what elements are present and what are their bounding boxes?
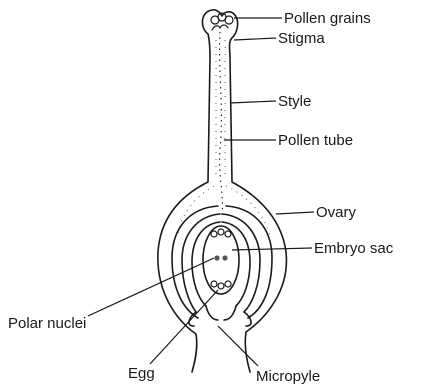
leader-micropyle [218,326,258,366]
leader-ovary [276,212,314,214]
pollen-grain [225,16,233,24]
label-egg: Egg [128,365,155,382]
labels: Pollen grains Stigma Style Pollen tube O… [8,10,394,385]
label-ovary: Ovary [316,204,357,221]
leader-style [230,101,276,103]
pollen-tube [178,32,270,236]
label-micropyle: Micropyle [256,368,320,385]
leader-stigma [234,38,276,40]
antipodal-cell [218,229,224,235]
antipodal-cell [211,231,217,237]
label-style: Style [278,93,311,110]
leader-egg [150,290,218,364]
label-pollen-tube: Pollen tube [278,132,353,149]
ovule-integuments [182,214,260,326]
label-stigma: Stigma [278,30,325,47]
label-embryo-sac: Embryo sac [314,240,394,257]
polar-nuclei [214,255,227,260]
egg-apparatus [211,281,231,289]
stigma [212,25,228,30]
label-polar-nuclei: Polar nuclei [8,315,86,332]
pistil-outline [158,10,287,372]
leader-lines [88,18,314,366]
label-pollen-grains: Pollen grains [284,10,371,27]
antipodal-cell [225,231,231,237]
